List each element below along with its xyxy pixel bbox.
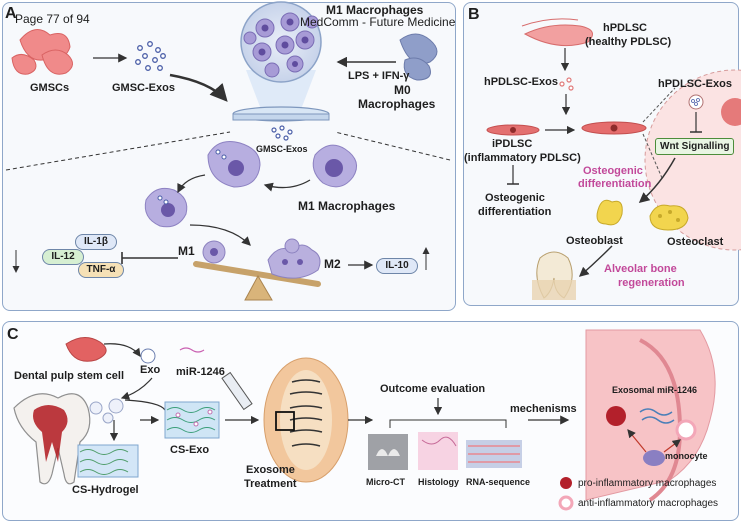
hpdlsc-exos-left: hPDLSC-Exos (484, 76, 558, 88)
dpsc-label: Dental pulp stem cell (14, 370, 125, 382)
journal-title: MedComm - Future Medicine (300, 15, 456, 29)
osteoblast-label: Osteoblast (566, 235, 623, 247)
lps-label: LPS + IFN-γ (348, 70, 410, 82)
page-counter: Page 77 of 94 (15, 12, 90, 26)
exo-label: Exo (140, 364, 161, 376)
exo-dots (135, 41, 166, 71)
mechanisms-label: mechenisms (510, 403, 577, 415)
osteo-diff-black-2: differentiation (478, 206, 552, 218)
alveolar-label-2: regeneration (618, 277, 685, 289)
osteoclast-label: Osteoclast (667, 236, 724, 248)
outcome-label: Outcome evaluation (380, 383, 486, 395)
micro-ct-label: Micro-CT (366, 477, 405, 487)
wnt-signalling: Wnt Signalling (655, 138, 735, 155)
panel-c-letter: C (7, 326, 19, 343)
rna-seq-label: RNA-sequence (466, 477, 531, 487)
anti-legend-label: anti-inflammatory macrophages (578, 498, 719, 509)
osteo-diff-black-1: Osteogenic (485, 192, 545, 204)
m0-sub-label: Macrophages (358, 97, 436, 111)
osteo-diff-pink-1: Osteogenic (583, 165, 643, 177)
macrophage-cluster (243, 12, 319, 78)
m0-label: M0 (394, 83, 411, 97)
hpdlsc-sub-label: (healthy PDLSC) (585, 36, 672, 48)
mir-label: miR-1246 (176, 366, 225, 378)
cs-exo-label: CS-Exo (170, 444, 210, 456)
m1-mid-label: M1 Macrophages (298, 199, 396, 213)
pro-legend-label: pro-inflammatory macrophages (578, 478, 717, 489)
ipdlsc-sub-label: (inflammatory PDLSC) (464, 152, 581, 164)
monocyte-label: monocyte (665, 451, 708, 461)
hpdlsc-exos-right: hPDLSC-Exos (658, 78, 732, 90)
gmsc-exos-mid-label: GMSC-Exos (256, 144, 308, 154)
hpdlsc-label: hPDLSC (603, 22, 647, 34)
m1-seesaw-label: M1 (178, 244, 195, 258)
alveolar-label-1: Alveolar bone (604, 263, 677, 275)
cs-hydrogel-label: CS-Hydrogel (72, 484, 139, 496)
gmsc-cells (11, 29, 73, 75)
exosome-treatment-1: Exosome (246, 464, 295, 476)
il10-pill: IL-10 (376, 258, 418, 274)
osteo-diff-pink-2: differentiation (578, 178, 652, 190)
m1-top-label: M1 Macrophages (326, 3, 424, 17)
exosome-treatment-2: Treatment (244, 478, 297, 490)
gmsc-exos-label: GMSC-Exos (112, 82, 175, 94)
ipdlsc-label: iPDLSC (492, 138, 533, 150)
il1b-pill: IL-1β (75, 234, 117, 250)
gmscs-label: GMSCs (30, 82, 70, 94)
panel-a-letter: A (5, 5, 17, 22)
tnfa-pill: TNF-α (78, 262, 124, 278)
panel-b-letter: B (468, 6, 480, 23)
il12-pill: IL-12 (42, 249, 84, 265)
m2-seesaw-label: M2 (324, 257, 341, 271)
exosomal-mir-label: Exosomal miR-1246 (612, 385, 698, 395)
histology-label: Histology (418, 477, 460, 487)
